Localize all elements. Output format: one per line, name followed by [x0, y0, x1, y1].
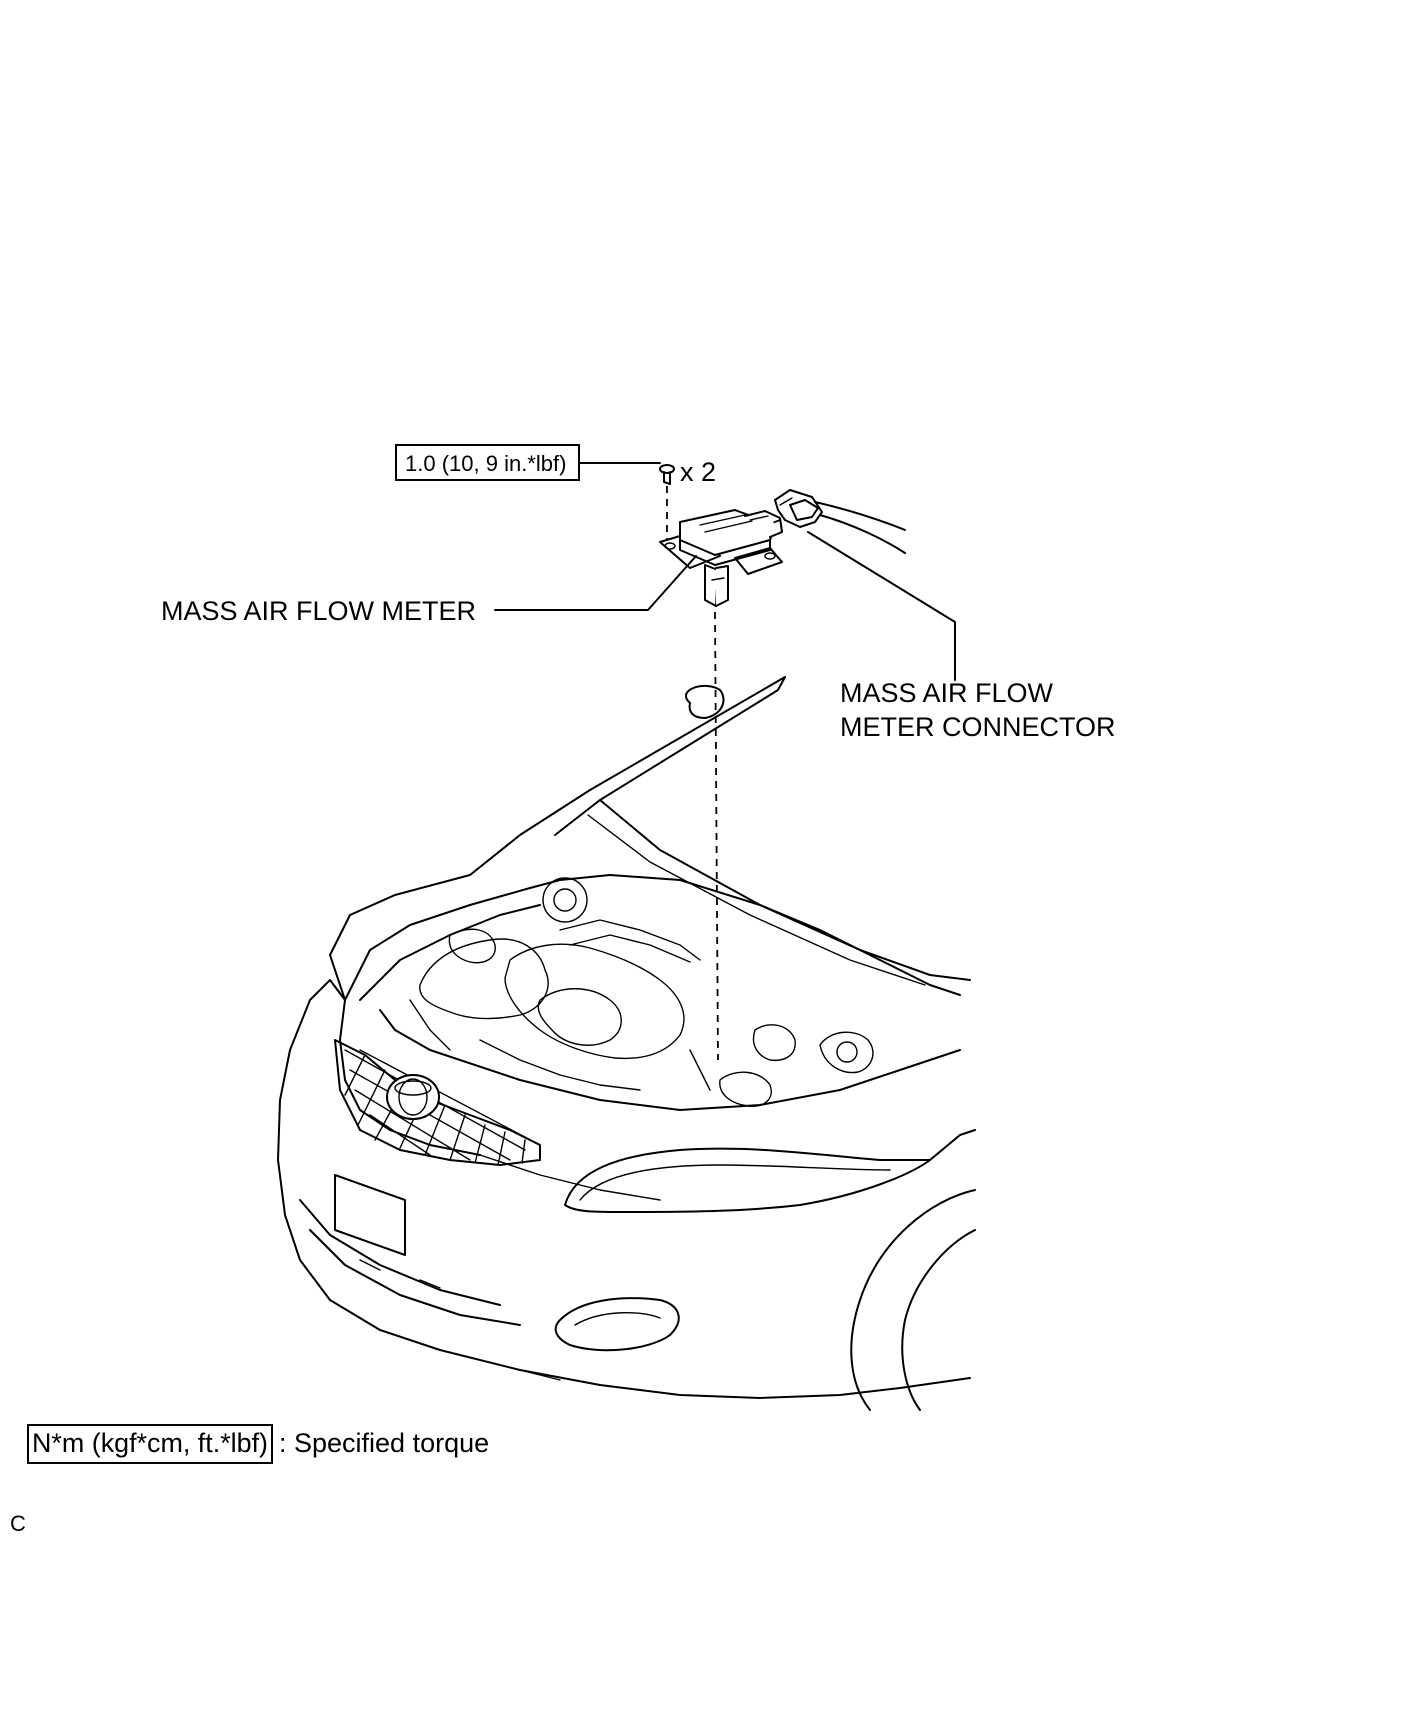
- front-bumper: [277, 979, 971, 1399]
- license-plate: [334, 1174, 406, 1256]
- headlamp: [564, 1147, 931, 1213]
- screw: [659, 464, 675, 485]
- car-front-illustration: [277, 676, 976, 1411]
- legend-description: : Specified torque: [279, 1428, 489, 1458]
- engine-bay-frame: [344, 874, 961, 1001]
- legend: N*m (kgf*cm, ft.*lbf) : Specified torque: [27, 1424, 489, 1464]
- legend-unit-label: N*m (kgf*cm, ft.*lbf): [32, 1428, 268, 1458]
- hood-outline: [329, 676, 786, 1001]
- assembly-lines: [666, 486, 781, 1061]
- leader-lines: [494, 462, 956, 681]
- torque-value-label: 1.0 (10, 9 in.*lbf): [405, 451, 566, 476]
- mirror: [685, 685, 725, 719]
- toyota-emblem: [386, 1074, 440, 1120]
- engine-block: [419, 938, 549, 1020]
- fender: [929, 1129, 976, 1161]
- mass-air-flow-meter: [659, 509, 783, 607]
- connector-with-harness: [774, 489, 906, 554]
- fog-lamp: [554, 1297, 680, 1352]
- corner-mark: C: [10, 1511, 26, 1536]
- mass-air-flow-meter-label: MASS AIR FLOW METER: [161, 596, 476, 626]
- wheel-arch: [850, 1189, 976, 1411]
- connector-label-line2: METER CONNECTOR: [840, 712, 1116, 742]
- torque-callout: 1.0 (10, 9 in.*lbf): [395, 444, 580, 481]
- connector-label-line1: MASS AIR FLOW: [840, 678, 1054, 708]
- quantity-label: x 2: [680, 457, 716, 487]
